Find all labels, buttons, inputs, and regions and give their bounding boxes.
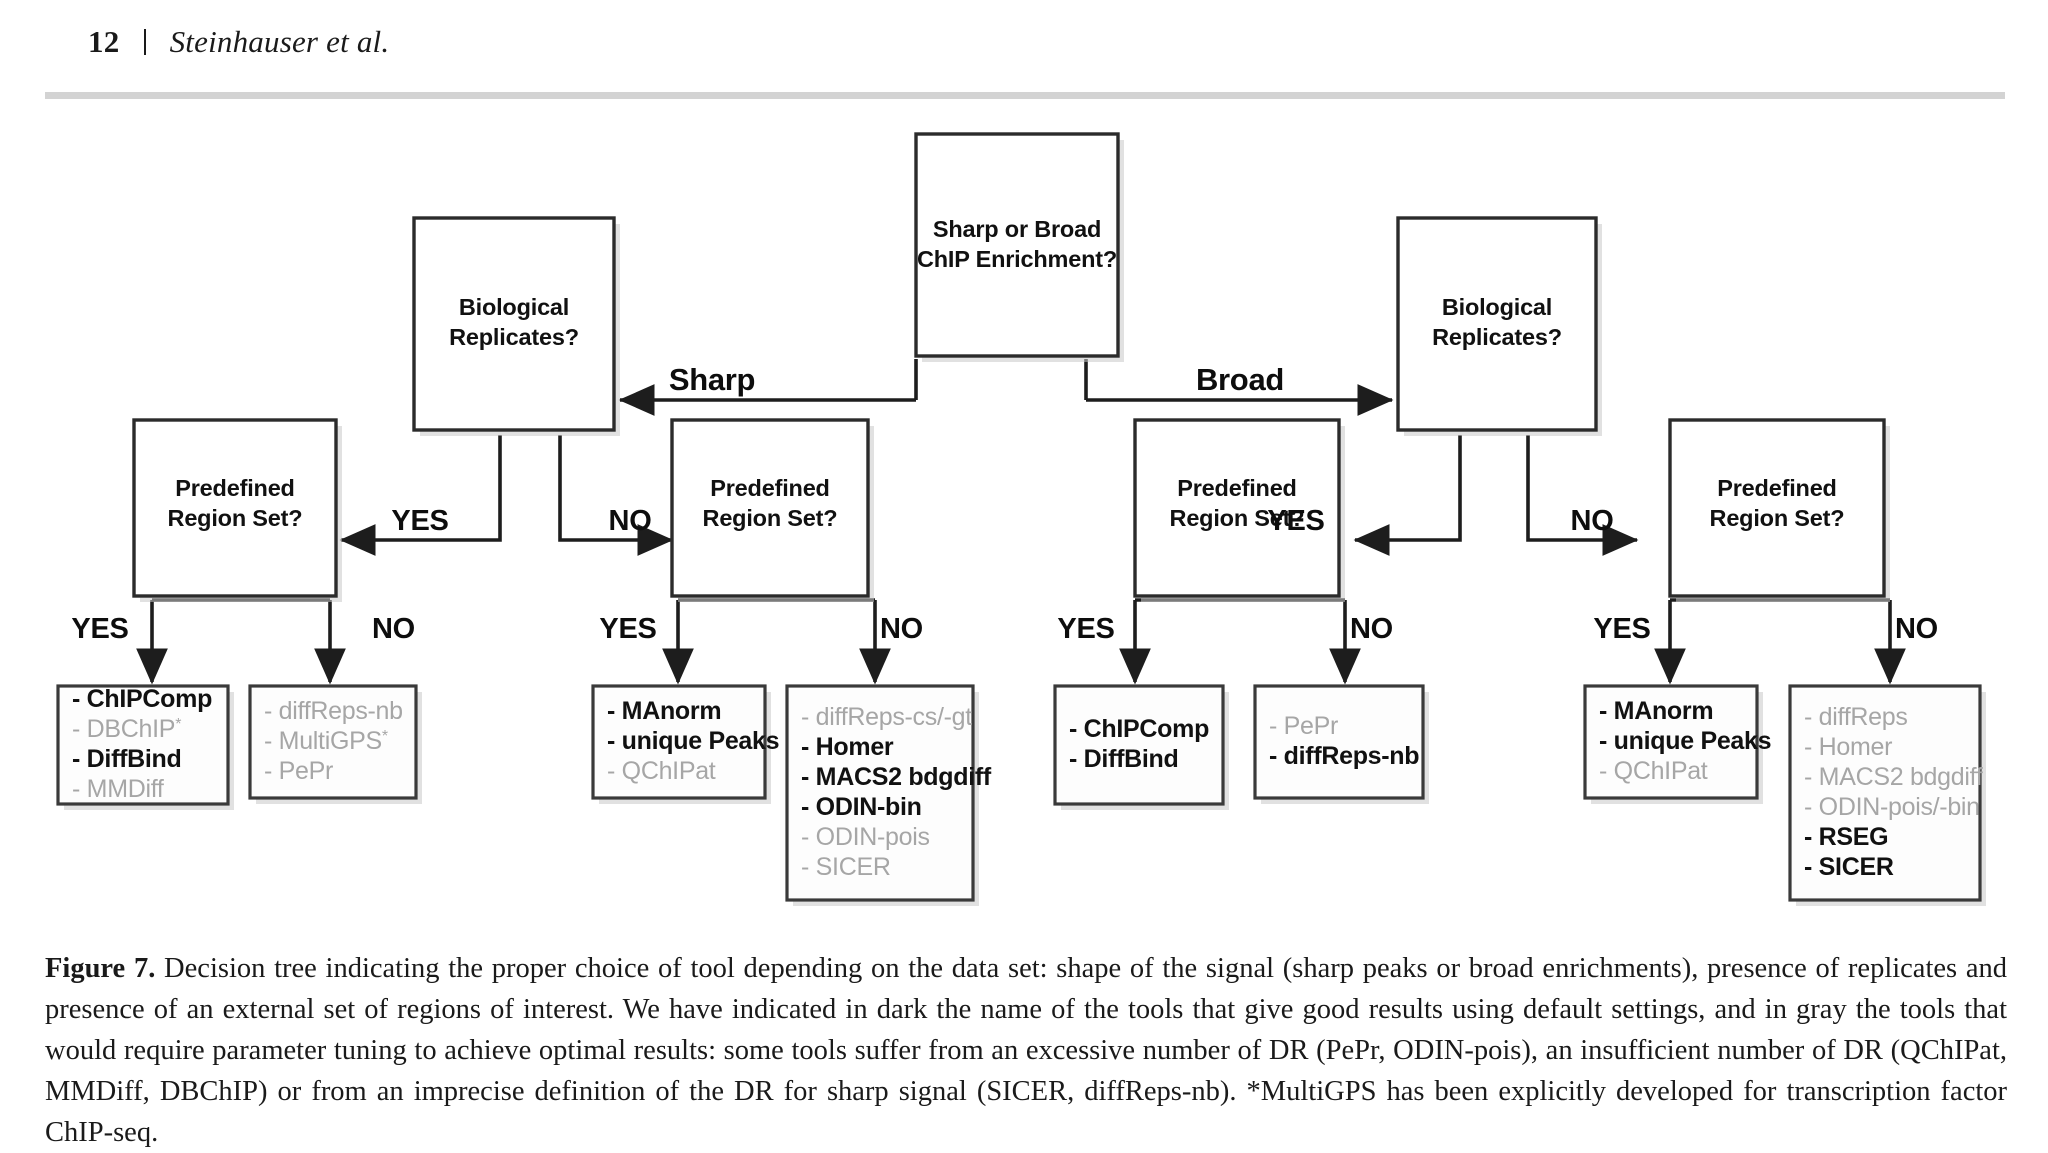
leaf-box-broad-rep-no[interactable]: - PePr- diffReps-nb <box>1253 684 1429 804</box>
tool-item: - ODIN-pois <box>801 823 930 851</box>
figure-caption: Figure 7. Decision tree indicating the p… <box>45 948 2007 1153</box>
edge-label-broad: Broad <box>1196 362 1284 397</box>
connector-sharp-rep-no <box>558 435 674 556</box>
tool-item: - Homer <box>801 733 894 761</box>
tool-item: - DiffBind <box>1069 745 1178 773</box>
node-biological-replicates-broad[interactable]: Biological Replicates? <box>1396 216 1602 436</box>
node-prs2-line2: Region Set? <box>703 505 838 531</box>
edge-label-prs3-no: NO <box>1350 613 1393 645</box>
edge-label-prs2-no: NO <box>880 613 923 645</box>
node-prs3-line2: Region Set? <box>1170 505 1305 531</box>
node-predefined-region-set-4[interactable]: Predefined Region Set? <box>1668 418 1890 602</box>
tool-item: - SICER <box>801 853 891 881</box>
node-predefined-region-set-2[interactable]: Predefined Region Set? <box>670 418 874 602</box>
tool-item: - diffReps <box>1804 703 1908 731</box>
edge-label-broad-rep-no: NO <box>1571 505 1614 537</box>
header-separator <box>143 29 146 55</box>
edge-label-prs1-no: NO <box>372 613 415 645</box>
tool-item: - MACS2 bdgdiff <box>1804 763 1983 791</box>
node-predefined-region-set-1[interactable]: Predefined Region Set? <box>132 418 342 602</box>
node-prs2-line1: Predefined <box>710 475 829 501</box>
tool-item: - SICER <box>1804 853 1894 881</box>
node-root-line1: Sharp or Broad <box>933 216 1101 242</box>
tool-item: - MultiGPS* <box>264 727 388 755</box>
leaf-box-broad-rep-yes[interactable]: - ChIPComp- DiffBind <box>1053 684 1229 810</box>
figure-caption-label: Figure 7. <box>45 953 156 984</box>
tool-item: - RSEG <box>1804 823 1888 851</box>
node-bio-rep-sharp-line2: Replicates? <box>449 324 579 350</box>
tool-item: - MAnorm <box>607 697 721 725</box>
leaf-box-sharp-rep-no[interactable]: - diffReps-nb- MultiGPS*- PePr <box>248 684 422 804</box>
page-number: 12 <box>88 24 120 59</box>
node-bio-rep-broad-line2: Replicates? <box>1432 324 1562 350</box>
figure-7-decision-tree: Sharp or Broad ChIP Enrichment? Biologic… <box>0 110 2048 910</box>
connector-sharp-rep-yes <box>339 435 502 556</box>
edge-label-sharp: Sharp <box>669 362 755 397</box>
node-root[interactable]: Sharp or Broad ChIP Enrichment? <box>914 132 1124 362</box>
node-bio-rep-sharp-line1: Biological <box>459 294 569 320</box>
tool-item: - ODIN-bin <box>801 793 922 821</box>
tool-item: - ChIPComp <box>72 685 212 713</box>
tool-item: - PePr <box>264 757 333 785</box>
tool-item: - MACS2 bdgdiff <box>801 763 992 791</box>
edge-label-sharp-rep-yes: YES <box>391 505 448 537</box>
tool-item: - ODIN-pois/-bin <box>1804 793 1980 821</box>
tool-item: - MAnorm <box>1599 697 1713 725</box>
edge-label-prs1-yes: YES <box>71 613 128 645</box>
edge-label-sharp-rep-no: NO <box>609 505 652 537</box>
connector-broad-rep-yes <box>1353 435 1462 556</box>
node-prs1-line1: Predefined <box>175 475 294 501</box>
tool-item: - Homer <box>1804 733 1892 761</box>
tool-item: - DiffBind <box>72 745 181 773</box>
tool-item: - unique Peaks <box>607 727 779 755</box>
header-authors: Steinhauser et al. <box>169 24 390 59</box>
node-predefined-region-set-3[interactable]: Predefined Region Set? <box>1133 418 1345 602</box>
edge-label-prs4-yes: YES <box>1593 613 1650 645</box>
edge-label-prs3-yes: YES <box>1057 613 1114 645</box>
node-prs1-line2: Region Set? <box>168 505 303 531</box>
connector-broad-rep-no <box>1526 435 1639 556</box>
node-prs3-line1: Predefined <box>1177 475 1296 501</box>
tool-item: - QChIPat <box>607 757 716 785</box>
node-bio-rep-broad-line1: Biological <box>1442 294 1552 320</box>
leaf-box-sharp-rep-yes[interactable]: - ChIPComp- DBChIP*- DiffBind- MMDiff <box>56 684 234 810</box>
leaf-box-broad-norep-no[interactable]: - diffReps- Homer- MACS2 bdgdiff- ODIN-p… <box>1788 684 1986 906</box>
leaf-box-sharp-norep-yes[interactable]: - MAnorm- unique Peaks- QChIPat <box>591 684 780 804</box>
node-prs4-line1: Predefined <box>1717 475 1836 501</box>
node-root-line2: ChIP Enrichment? <box>917 246 1117 272</box>
tool-item: - diffReps-nb <box>264 697 403 725</box>
leaf-layer: - ChIPComp- DBChIP*- DiffBind- MMDiff- d… <box>56 684 1986 906</box>
running-header: 12 Steinhauser et al. <box>88 24 389 60</box>
node-biological-replicates-sharp[interactable]: Biological Replicates? <box>412 216 620 436</box>
tool-item: - unique Peaks <box>1599 727 1771 755</box>
tool-item: - MMDiff <box>72 775 164 803</box>
leaf-box-sharp-norep-no[interactable]: - diffReps-cs/-gt- Homer- MACS2 bdgdiff-… <box>785 684 992 906</box>
tool-item: - PePr <box>1269 712 1338 740</box>
tool-item: - diffReps-nb <box>1269 742 1419 770</box>
edge-label-broad-rep-yes: YES <box>1267 505 1324 537</box>
node-prs4-line2: Region Set? <box>1710 505 1845 531</box>
header-rule <box>45 92 2005 99</box>
figure-caption-text: Decision tree indicating the proper choi… <box>45 953 2008 1148</box>
edge-label-prs2-yes: YES <box>599 613 656 645</box>
edge-label-prs4-no: NO <box>1895 613 1938 645</box>
tool-item: - diffReps-cs/-gt <box>801 703 972 731</box>
decision-tree-svg: Sharp or Broad ChIP Enrichment? Biologic… <box>56 132 1986 906</box>
tool-item: - QChIPat <box>1599 757 1708 785</box>
tool-item: - DBChIP* <box>72 715 181 743</box>
tool-item: - ChIPComp <box>1069 715 1209 743</box>
leaf-box-broad-norep-yes[interactable]: - MAnorm- unique Peaks- QChIPat <box>1583 684 1772 804</box>
